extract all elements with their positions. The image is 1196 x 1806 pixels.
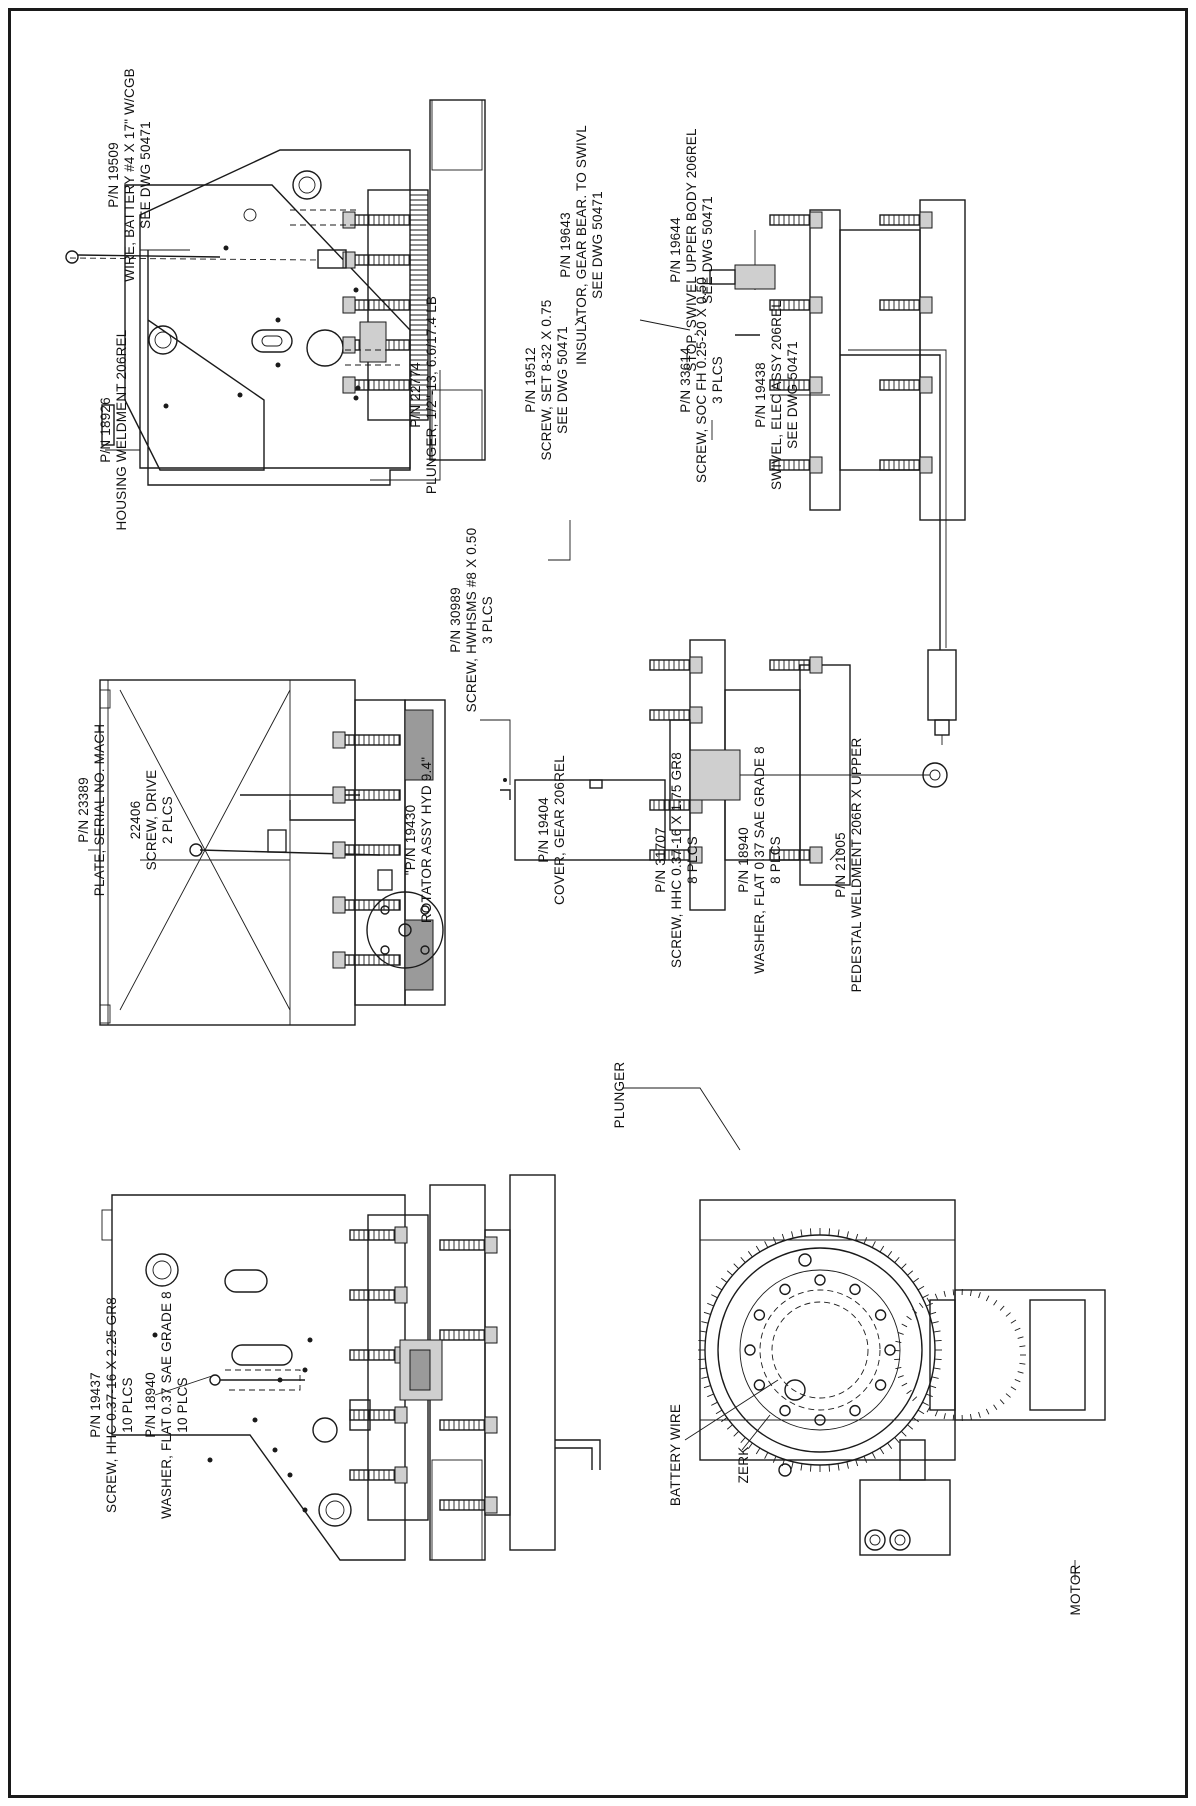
label-line: P/N 19644 xyxy=(668,217,683,283)
label-line: SEE DWG 50471 xyxy=(138,121,153,229)
label-line: 3 PLCS xyxy=(710,356,725,404)
label-line: SCREW, SET 8-32 X 0.75 xyxy=(539,300,554,461)
label-line: INSULATOR, GEAR BEAR. TO SWIVL xyxy=(574,125,589,365)
label-line: PLUNGER xyxy=(612,1062,627,1129)
housing-lower-view xyxy=(101,1174,601,1561)
label-line: P/N 18940 xyxy=(143,1372,158,1438)
label-line: SEE DWG 50471 xyxy=(555,326,570,434)
label-line: SEE DWG 50471 xyxy=(700,196,715,304)
label-line: WASHER, FLAT 0.37 SAE GRADE 8 xyxy=(159,1291,174,1519)
label-line: P/N 30989 xyxy=(448,587,463,653)
drawing-sheet xyxy=(8,8,1188,1798)
label-callout-zerk: ZERK xyxy=(736,1447,751,1484)
label-line: P/N 19643 xyxy=(558,212,573,278)
label-line: 3 PLCS xyxy=(480,596,495,644)
label-callout-motor: MOTOR xyxy=(1068,1564,1083,1615)
label-line: WIRE, BATTERY #4 X 17" W/CGB xyxy=(122,68,137,282)
label-line: P/N 19437 xyxy=(88,1372,103,1438)
label-line: P/N 19438 xyxy=(753,362,768,428)
label-line: 8 PLCS xyxy=(768,836,783,884)
label-line: P/N 33614 xyxy=(678,347,693,413)
label-line: P/N 18940 xyxy=(736,827,751,893)
rotator-front-view xyxy=(99,679,446,1026)
label-line: 10 PLCS xyxy=(120,1377,135,1432)
label-line: P/N 22774 xyxy=(408,362,423,428)
label-line: "P/N 19430 xyxy=(403,805,418,876)
label-line: P/N 19404 xyxy=(536,797,551,863)
gear-top-view xyxy=(698,1199,1106,1556)
label-line: SCREW, HHC 0.37-16 X 1.75 GR8 xyxy=(669,752,684,968)
label-line: SCREW, DRIVE xyxy=(144,770,159,871)
gear-cover-view xyxy=(500,778,666,861)
label-line: P/N 23389 xyxy=(76,777,91,843)
label-line: 8 PLCS xyxy=(685,836,700,884)
label-line: STOP, SWIVEL UPPER BODY 206REL xyxy=(684,128,699,372)
label-line: MOTOR xyxy=(1068,1564,1083,1615)
label-line: 10 PLCS xyxy=(175,1377,190,1432)
label-line: PLUNGER, 1/2"-13, 6.6/17.4 LB xyxy=(424,296,439,494)
label-line: P/N 19509 xyxy=(106,142,121,208)
label-line: ROTATOR ASSY HYD 9.4" xyxy=(419,757,434,923)
label-line: PEDESTAL WELDMENT 206R X UPPER xyxy=(849,738,864,993)
label-line: WASHER, FLAT 0.37 SAE GRADE 8 xyxy=(752,746,767,974)
label-line: SCREW, SOC FH 0.25-20 X 0.50 xyxy=(694,277,709,483)
label-line: SCREW, HHC 0.37-16 X 2.25 GR8 xyxy=(104,1297,119,1513)
label-line: COVER, GEAR 206REL xyxy=(552,755,567,905)
label-line: P/N 21005 xyxy=(833,832,848,898)
label-line: PLATE, SERIAL NO. MACH xyxy=(92,724,107,896)
label-line: P/N 19512 xyxy=(523,347,538,413)
label-callout-battery-wire: BATTERY WIRE xyxy=(668,1404,683,1506)
label-line: SWIVEL, ELEC ASSY 206REL xyxy=(769,300,784,490)
leader-lines xyxy=(88,249,1076,1580)
label-line: P/N 18926 xyxy=(98,397,113,463)
label-line: SEE DWG 50471 xyxy=(590,191,605,299)
label-line: ZERK xyxy=(736,1447,751,1484)
label-line: HOUSING WELDMENT 206REL xyxy=(114,329,129,530)
label-line: BATTERY WIRE xyxy=(668,1404,683,1506)
label-line: SEE DWG 50471 xyxy=(785,341,800,449)
swivel-elec-view xyxy=(709,199,966,745)
pedestal-side-view xyxy=(649,639,948,911)
label-callout-plunger: PLUNGER xyxy=(612,1062,627,1129)
label-line: P/N 31707 xyxy=(653,827,668,893)
label-line: 22406 xyxy=(128,801,143,840)
housing-weldment-view xyxy=(65,99,486,486)
label-line: 2 PLCS xyxy=(160,796,175,844)
label-line: SCREW, HWHSMS #8 X 0.50 xyxy=(464,528,479,713)
